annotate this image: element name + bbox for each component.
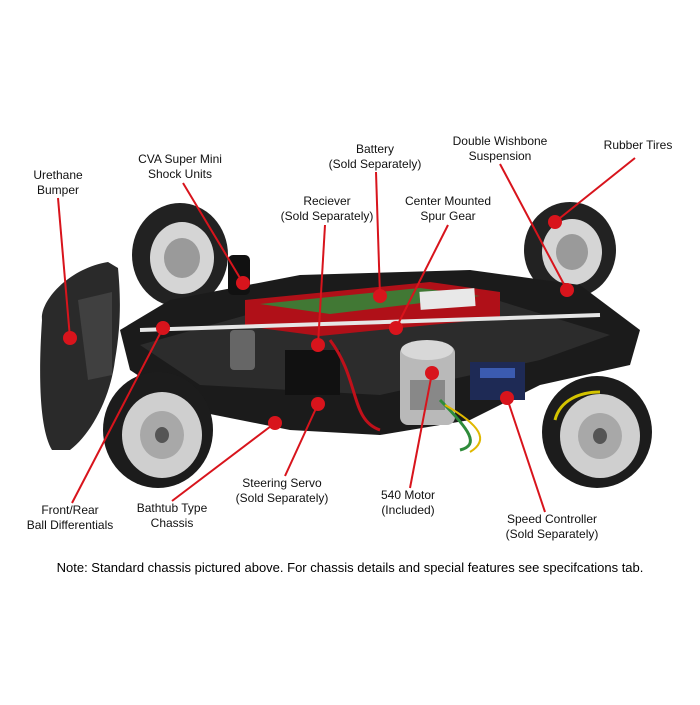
callout-line-steering-servo [284, 403, 319, 477]
label-steering-servo: Steering Servo(Sold Separately) [235, 476, 329, 505]
front-right-wheel [542, 376, 652, 488]
car-chassis [40, 202, 652, 488]
callout-line-bathtub-chassis [171, 422, 276, 502]
callout-dot-double-wishbone [560, 283, 574, 297]
callout-lines [57, 157, 636, 513]
rear-left-wheel [132, 203, 228, 307]
callout-line-speed-controller [506, 397, 546, 513]
callout-dot-urethane-bumper [63, 331, 77, 345]
callout-line-receiver [317, 224, 326, 346]
callout-dot-speed-controller [500, 391, 514, 405]
label-receiver: Reciever(Sold Separately) [280, 194, 374, 223]
callout-line-differentials [71, 327, 164, 504]
servo-shape [285, 350, 340, 395]
callout-line-double-wishbone [499, 163, 568, 291]
callout-dot-differentials [156, 321, 170, 335]
callout-dot-rubber-tires [548, 215, 562, 229]
callout-line-rubber-tires [554, 157, 636, 223]
callout-line-spur-gear [395, 224, 449, 329]
callout-dot-steering-servo [311, 397, 325, 411]
speed-controller-shape [470, 362, 525, 400]
motor-shape [400, 340, 455, 425]
label-battery: Battery(Sold Separately) [328, 142, 422, 171]
front-left-wheel [103, 372, 213, 488]
callout-dot-spur-gear [389, 321, 403, 335]
chassis-note: Note: Standard chassis pictured above. F… [56, 560, 644, 575]
label-540-motor: 540 Motor(Included) [380, 488, 436, 517]
callout-dot-cva-shocks [236, 276, 250, 290]
label-rubber-tires: Rubber Tires [603, 138, 673, 152]
callout-line-urethane-bumper [57, 197, 71, 339]
rear-right-wheel [524, 202, 616, 298]
callout-dot-receiver [311, 338, 325, 352]
callout-line-battery [375, 171, 381, 297]
callout-dot-motor-540 [425, 366, 439, 380]
callout-line-motor-540 [409, 372, 433, 489]
callout-dot-bathtub-chassis [268, 416, 282, 430]
callout-line-cva-shocks [182, 182, 244, 284]
callout-dot-battery [373, 289, 387, 303]
label-speed-controller: Speed Controller(Sold Separately) [505, 512, 599, 541]
